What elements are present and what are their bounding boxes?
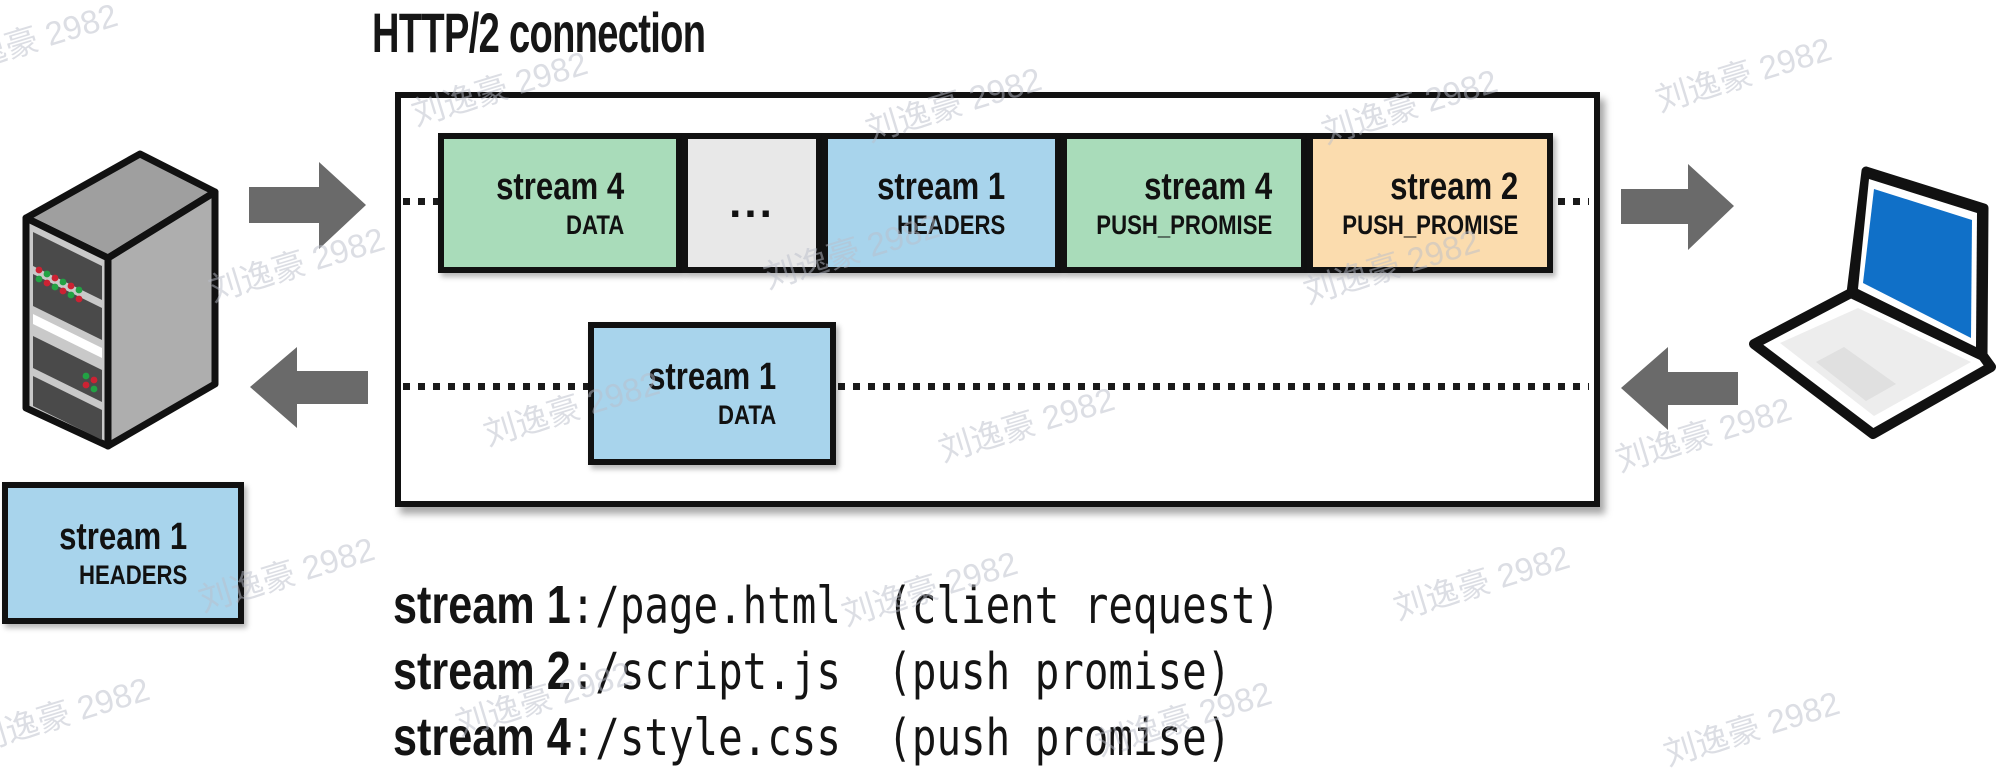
legend-stream-label: stream 4 bbox=[393, 707, 571, 767]
watermark-text: 刘逸豪 2982 bbox=[1659, 684, 1844, 773]
legend-stream-label: stream 2 bbox=[393, 641, 571, 701]
frame-stream1-headers-pending: stream 1 HEADERS bbox=[2, 482, 244, 624]
legend-path: :/script.js bbox=[570, 643, 841, 702]
arrow-server-to-box-icon bbox=[249, 162, 366, 249]
frame-stream1-data: stream 1 DATA bbox=[588, 322, 836, 465]
server-icon bbox=[22, 150, 219, 450]
watermark-text: 刘逸豪 2982 bbox=[0, 670, 154, 759]
watermark-text: 刘逸豪 2982 bbox=[1651, 30, 1836, 119]
legend-stream-label: stream 1 bbox=[393, 575, 571, 635]
stream-legend: stream 1:/page.html (client request) stre… bbox=[393, 572, 1502, 770]
laptop-icon bbox=[1749, 166, 1996, 439]
ellipsis-label: ... bbox=[729, 178, 775, 227]
arrow-box-to-client-icon bbox=[1621, 164, 1734, 250]
frame-stream2-push-promise: stream 2 PUSH_PROMISE bbox=[1307, 133, 1553, 273]
frame-stream4-data: stream 4 DATA bbox=[438, 133, 682, 273]
watermark-text: 刘逸豪 2982 bbox=[0, 0, 122, 85]
frame-label: stream 4 DATA bbox=[495, 165, 625, 240]
legend-path: :/style.css bbox=[570, 709, 841, 768]
inbound-stream-line bbox=[403, 383, 1589, 390]
frame-label: stream 1 HEADERS bbox=[877, 165, 1006, 240]
legend-note: (push promise) bbox=[887, 643, 1232, 702]
frame-stream4-push-promise: stream 4 PUSH_PROMISE bbox=[1061, 133, 1307, 273]
frame-stream1-headers: stream 1 HEADERS bbox=[822, 133, 1061, 273]
frame-label: stream 1 DATA bbox=[647, 356, 777, 430]
frame-label: stream 2 PUSH_PROMISE bbox=[1342, 165, 1518, 240]
legend-note: (push promise) bbox=[887, 709, 1232, 768]
frame-ellipsis: ... bbox=[682, 133, 822, 273]
frame-label: stream 4 PUSH_PROMISE bbox=[1096, 165, 1272, 240]
legend-line-stream2: stream 2:/script.js (push promise) bbox=[393, 638, 1280, 704]
diagram-title: HTTP/2 connection bbox=[372, 1, 706, 64]
legend-line-stream1: stream 1:/page.html (client request) bbox=[393, 572, 1280, 638]
server-led-lights bbox=[35, 266, 98, 393]
arrow-client-to-box-icon bbox=[1621, 347, 1738, 430]
arrow-box-to-server-icon bbox=[250, 347, 368, 428]
frame-label: stream 1 HEADERS bbox=[58, 515, 188, 590]
legend-line-stream4: stream 4:/style.css (push promise) bbox=[393, 704, 1280, 770]
legend-path: :/page.html bbox=[570, 577, 841, 636]
legend-note: (client request) bbox=[887, 577, 1281, 636]
